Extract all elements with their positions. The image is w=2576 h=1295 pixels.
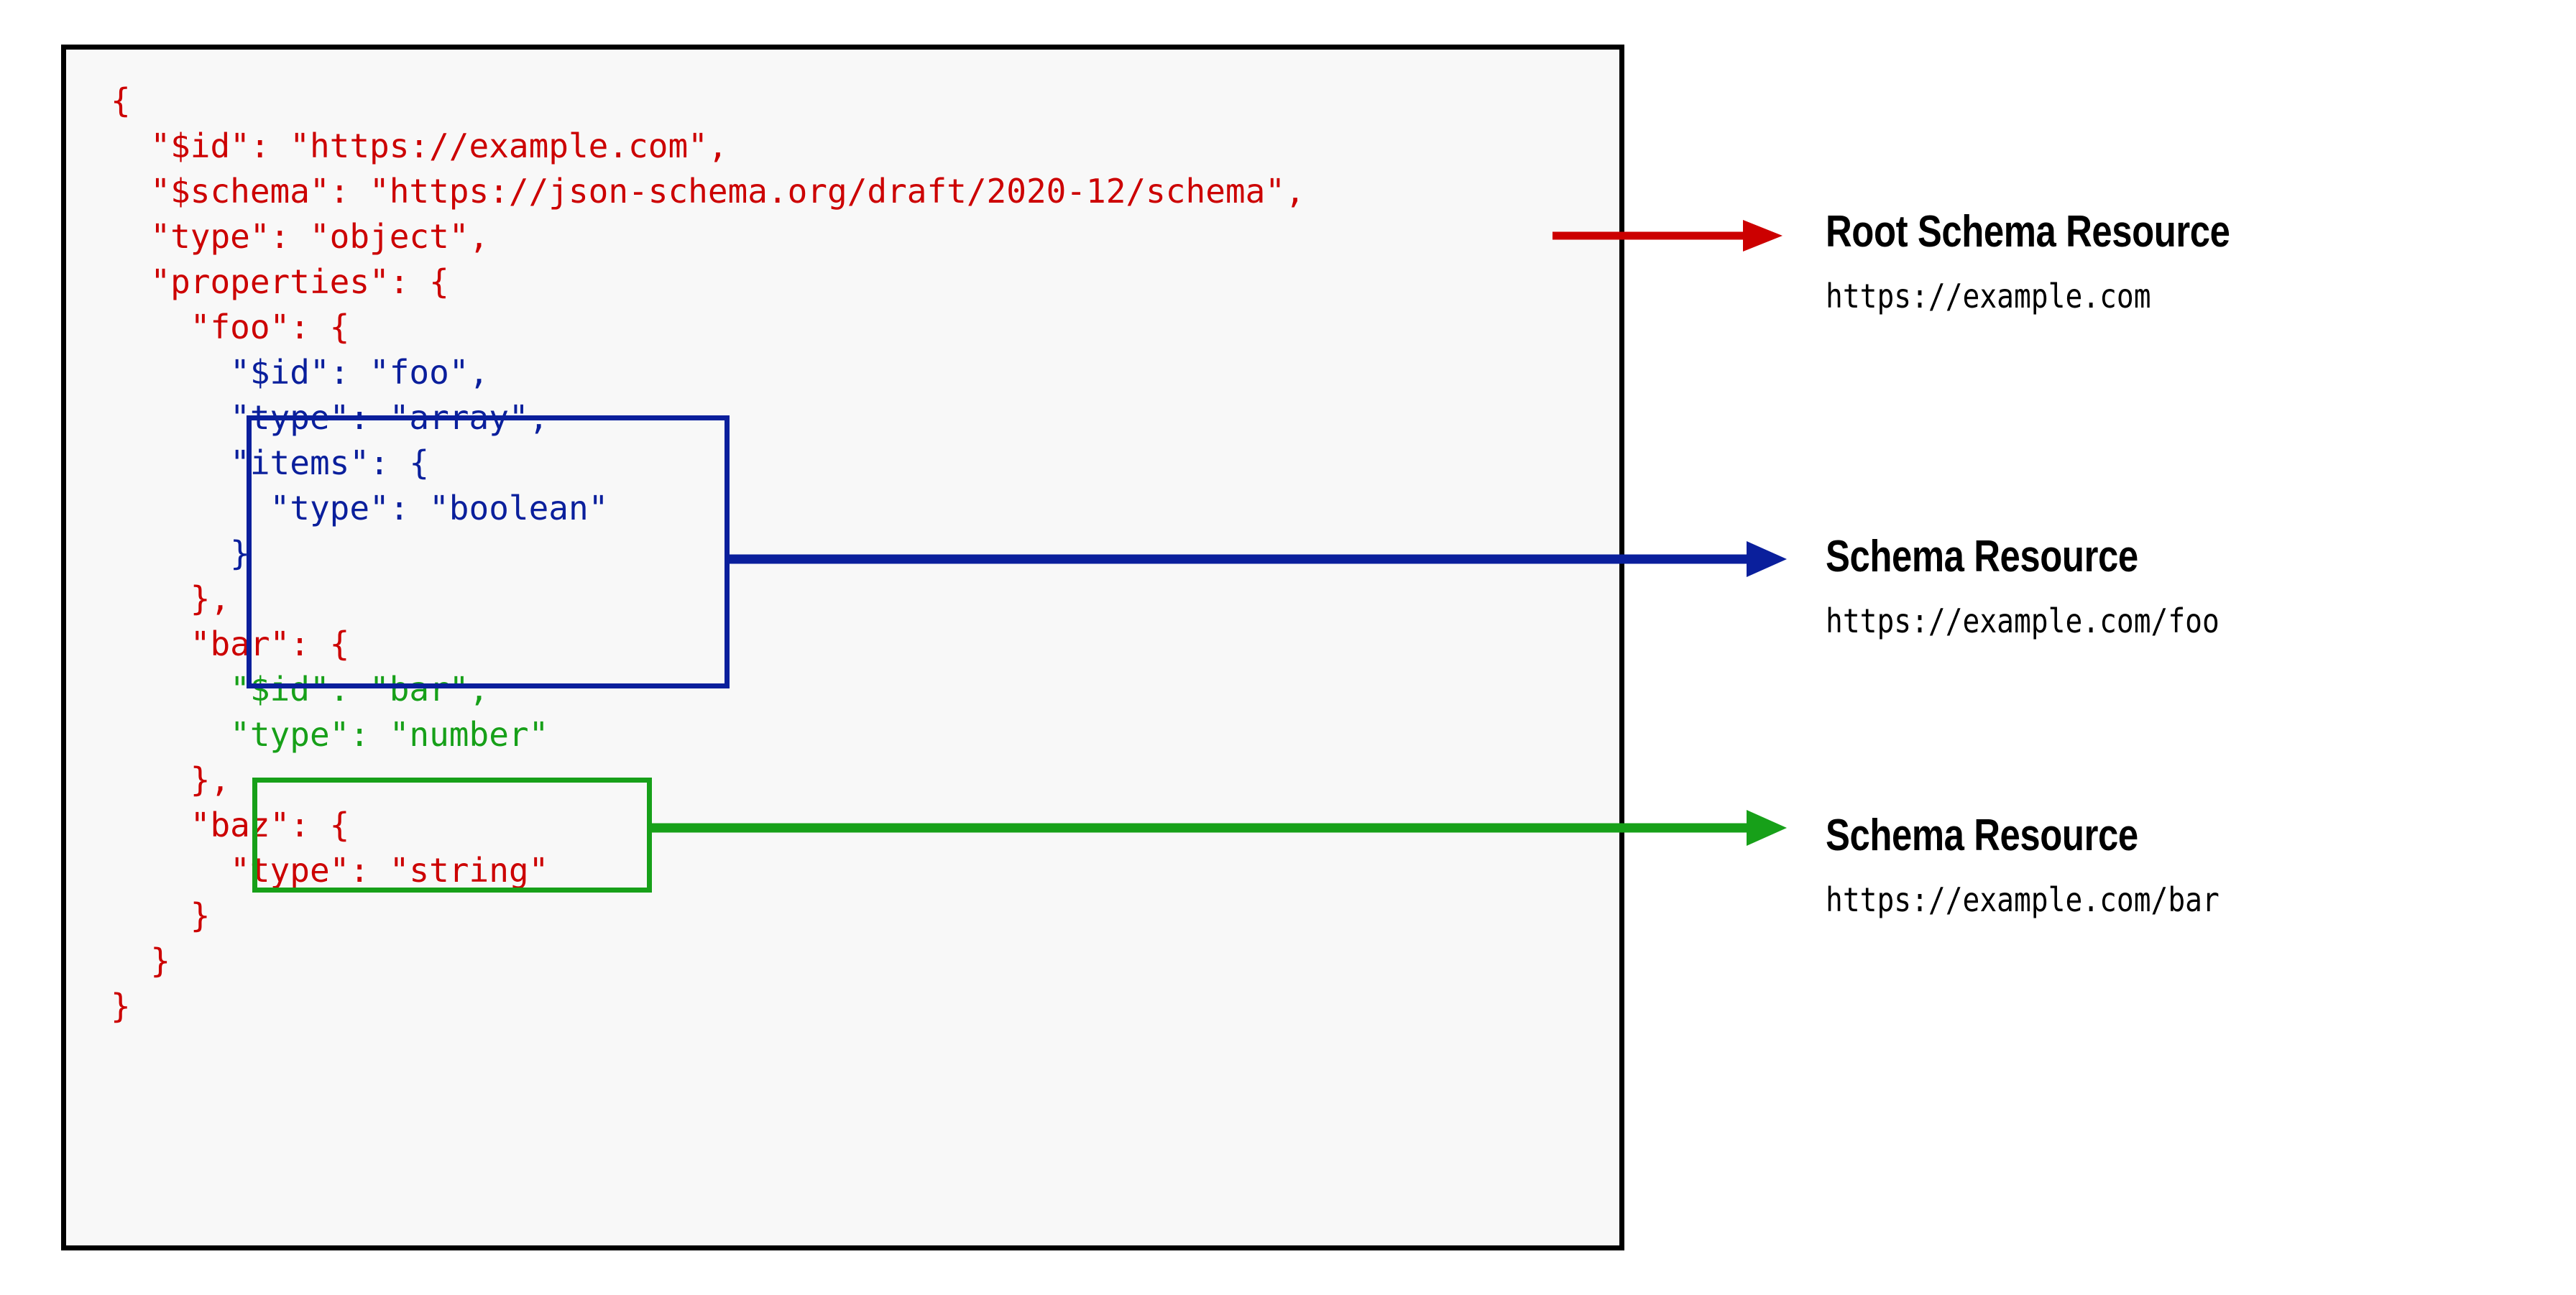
callout-title: Root Schema Resource (1826, 207, 2230, 257)
code-line: "items": { (111, 443, 430, 482)
code-line: } (111, 941, 171, 980)
foo-schema-arrow (724, 541, 1787, 577)
code-line: } (111, 896, 211, 935)
bar-schema-arrow (647, 810, 1787, 846)
code-line: "$id": "foo", (111, 353, 489, 392)
code-line: } (111, 987, 131, 1026)
code-line: "bar": { (111, 625, 350, 663)
code-line: }, (111, 760, 231, 799)
callout-title: Schema Resource (1826, 811, 2138, 860)
code-line: "type": "boolean" (111, 489, 609, 527)
code-line: "properties": { (111, 262, 449, 301)
callout-url: https://example.com/bar (1826, 880, 2220, 919)
callout-url: https://example.com (1826, 277, 2151, 315)
code-line: "baz": { (111, 806, 350, 844)
code-panel: { "$id": "https://example.com", "$schema… (61, 45, 1624, 1250)
code-line: { (111, 81, 131, 120)
callout-root-schema-resource: Root Schema Resource https://example.com (1826, 207, 2544, 316)
code-line: "type": "object", (111, 217, 489, 256)
code-line: "type": "number" (111, 715, 549, 754)
code-line: "type": "array", (111, 398, 549, 437)
callout-url: https://example.com/foo (1826, 602, 2220, 640)
root-schema-arrow (1552, 220, 1782, 252)
code-line: "type": "string" (111, 851, 549, 890)
code-line: "$id": "https://example.com", (111, 126, 728, 165)
code-line: "foo": { (111, 308, 350, 346)
code-line: "$id": "bar", (111, 670, 489, 709)
callout-foo-schema-resource: Schema Resource https://example.com/foo (1826, 532, 2544, 641)
json-code-listing: { "$id": "https://example.com", "$schema… (111, 78, 1305, 1029)
callout-bar-schema-resource: Schema Resource https://example.com/bar (1826, 811, 2544, 920)
code-line: "$schema": "https://json-schema.org/draf… (111, 172, 1305, 211)
code-line: }, (111, 579, 231, 618)
callout-title: Schema Resource (1826, 532, 2138, 581)
